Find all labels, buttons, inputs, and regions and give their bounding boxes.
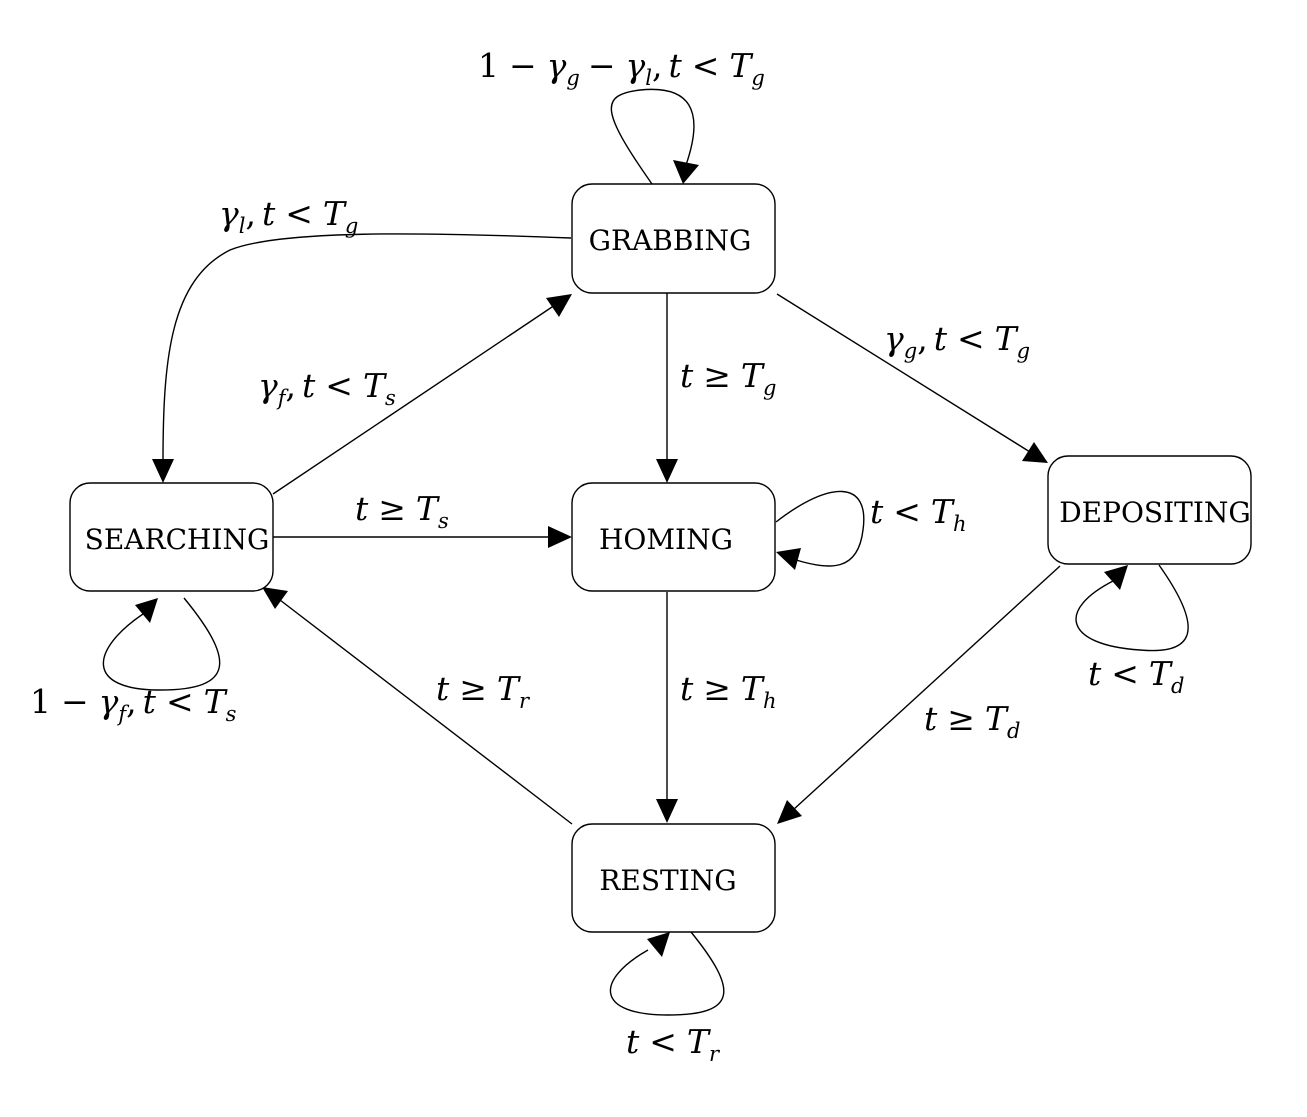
edge-grabbing-self [610, 88, 695, 185]
edge-searching-self [102, 597, 221, 691]
edge-depositing-to-resting [792, 565, 1061, 811]
label-searching-to-grabbing: γf,t<Ts [258, 366, 396, 410]
arrowhead-depositing-to-resting [777, 800, 802, 824]
arrowhead-grabbing-self [673, 160, 699, 184]
label-searching-to-homing: t≥Ts [355, 489, 449, 533]
edge-depositing-self [1075, 564, 1189, 652]
state-grabbing-label: GRABBING [589, 224, 752, 257]
state-resting: RESTING [571, 823, 776, 933]
arrowhead-searching-to-grabbing [546, 294, 572, 317]
arrowhead-grabbing-to-depositing [1022, 442, 1048, 463]
edges [102, 88, 1189, 1016]
arrowhead-searching-self [135, 598, 158, 623]
label-grabbing-to-homing: t≥Tg [680, 356, 776, 400]
state-homing: HOMING [571, 482, 776, 592]
arrowhead-homing-self [776, 548, 801, 570]
arrowhead-resting-self [647, 932, 670, 957]
state-homing-label: HOMING [599, 523, 733, 556]
label-grabbing-self: 1−γg−γl,t<Tg [478, 46, 765, 90]
label-depositing-to-resting: t≥Td [924, 699, 1020, 743]
state-searching-label: SEARCHING [85, 523, 270, 556]
label-homing-to-resting: t≥Th [680, 669, 776, 713]
label-resting-to-searching: t≥Tr [436, 669, 531, 713]
arrowhead-grabbing-to-homing [656, 459, 678, 483]
arrowhead-grabbing-to-searching [152, 459, 174, 483]
label-grabbing-to-depositing: γg,t<Tg [884, 319, 1030, 363]
edge-searching-to-grabbing [272, 304, 556, 495]
label-depositing-self: t<Td [1088, 654, 1184, 698]
states: GRABBING SEARCHING HOMING DEPOSITING RES… [69, 183, 1252, 933]
arrowhead-searching-to-homing [548, 526, 572, 548]
edge-resting-to-searching [279, 599, 573, 825]
edge-resting-self [609, 931, 725, 1016]
arrowhead-homing-to-resting [656, 799, 678, 823]
state-depositing: DEPOSITING [1047, 455, 1252, 565]
label-grabbing-to-searching: γl,t<Tg [219, 194, 358, 238]
state-depositing-label: DEPOSITING [1059, 496, 1251, 529]
state-grabbing: GRABBING [571, 183, 776, 294]
edge-grabbing-to-searching [162, 233, 572, 463]
label-resting-self: t<Tr [626, 1022, 721, 1066]
label-homing-self: t<Th [870, 492, 966, 536]
arrowhead-depositing-self [1104, 565, 1128, 590]
state-resting-label: RESTING [599, 864, 736, 897]
state-searching: SEARCHING [69, 482, 274, 592]
edge-homing-self [775, 490, 865, 567]
arrowhead-resting-to-searching [262, 587, 288, 609]
edge-grabbing-to-depositing [776, 293, 1031, 453]
label-searching-self: 1−γf,t<Ts [30, 682, 237, 726]
transition-labels: 1−γg−γl,t<Tg γl,t<Tg γf,t<Ts t≥Tg γg,t<T… [30, 46, 1184, 1066]
